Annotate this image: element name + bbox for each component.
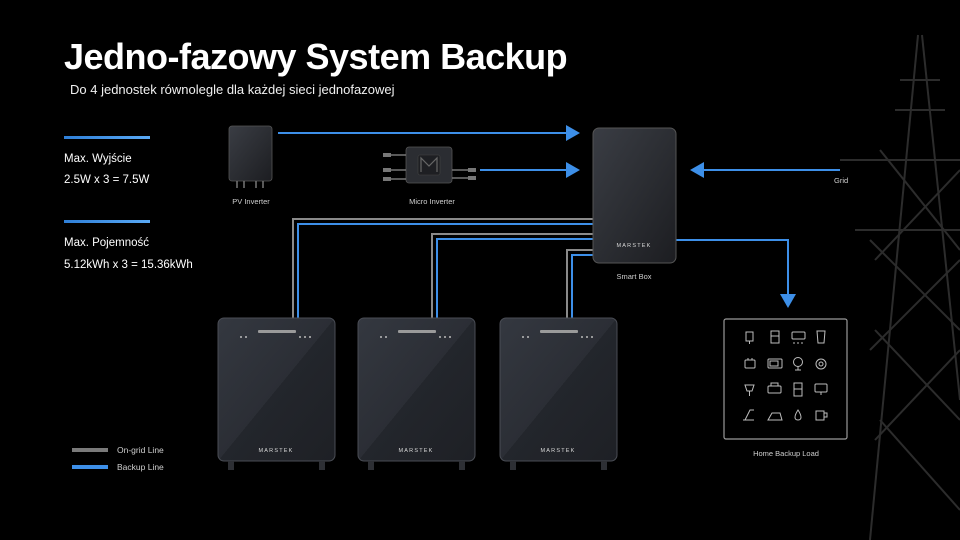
battery-unit-3 (499, 317, 618, 470)
fan-icon (793, 357, 803, 371)
hair-dryer-icon (743, 409, 754, 421)
home-backup-load-panel (723, 318, 848, 440)
battery-unit-1 (217, 317, 336, 470)
spec-output-value: 2.5W x 3 = 7.5W (64, 174, 150, 186)
fridge-icon (770, 330, 780, 344)
battery-3-brand: MARSTEK (540, 448, 576, 454)
battery-unit-2 (357, 317, 476, 470)
monitor-icon (814, 383, 828, 395)
legend-ongrid-swatch (72, 448, 108, 452)
spec-capacity-label: Max. Pojemność (64, 237, 150, 249)
spec-output-label: Max. Wyjście (64, 153, 132, 165)
toaster-icon (744, 358, 756, 369)
transmission-tower-icon (840, 34, 960, 540)
pv-inverter-device (228, 125, 273, 188)
battery-1-brand: MARSTEK (258, 448, 294, 454)
smartbox-to-load-line (676, 239, 796, 308)
mug-icon (815, 410, 828, 421)
tumbler-icon (816, 330, 826, 344)
refrigerator-icon (793, 382, 803, 397)
page-subtitle: Do 4 jednostek równolegle dla każdej sie… (70, 82, 395, 97)
micro-inverter-device (383, 146, 476, 184)
lamp-icon (745, 331, 754, 344)
printer-icon (767, 382, 782, 394)
spec-capacity-bar (64, 220, 150, 223)
legend-backup-swatch (72, 465, 108, 469)
legend-backup-label: Backup Line (117, 462, 164, 472)
micro-inverter-label: Micro Inverter (409, 197, 455, 206)
backup-lines (278, 125, 840, 308)
legend-ongrid-label: On-grid Line (117, 445, 164, 455)
page-title: Jedno-fazowy System Backup (64, 36, 568, 77)
microwave-icon (767, 358, 783, 369)
battery-lines (292, 218, 593, 318)
grid-label: Grid (834, 176, 849, 185)
spec-capacity-value: 5.12kWh x 3 = 15.36kWh (64, 259, 193, 271)
washing-machine-icon (815, 358, 827, 370)
pv-inverter-label: PV Inverter (232, 197, 270, 206)
smart-box-label: Smart Box (616, 272, 652, 281)
smart-box-brand: MARSTEK (616, 243, 652, 249)
water-drop-icon (794, 409, 802, 421)
smart-box-device (592, 127, 677, 264)
air-conditioner-icon (791, 331, 806, 344)
home-backup-load-label: Home Backup Load (753, 449, 819, 458)
iron-icon (767, 412, 783, 421)
battery-2-brand: MARSTEK (398, 448, 434, 454)
desk-lamp-icon (744, 384, 755, 396)
spec-output-bar (64, 136, 150, 139)
